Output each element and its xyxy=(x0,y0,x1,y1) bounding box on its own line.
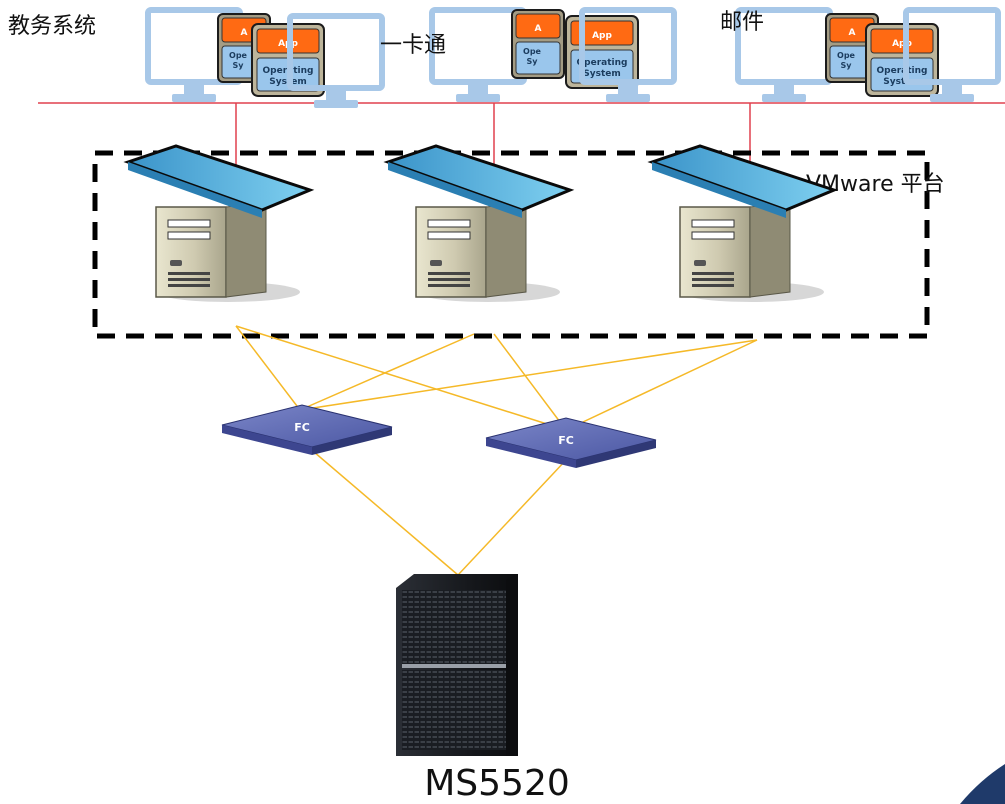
corner-decoration xyxy=(960,764,1005,804)
fc-switch-label: FC xyxy=(294,421,310,434)
fc-links xyxy=(235,325,758,576)
vm-app-label: A xyxy=(535,24,542,34)
vmware-platform-box xyxy=(92,150,930,339)
vm-card-back: A Ope Sy xyxy=(217,13,271,83)
vm-card-back: A Ope Sy xyxy=(825,13,879,83)
vm-os-label: Sy xyxy=(841,61,853,70)
fc-switch-label: FC xyxy=(558,434,574,447)
vm-app-label: A xyxy=(241,28,248,38)
vm-os-label: Sy xyxy=(527,57,539,66)
storage-label: MS5520 xyxy=(424,763,570,804)
vm-card-front: App Operating System xyxy=(865,23,939,97)
vm-os-label: Sy xyxy=(233,61,245,70)
server-icon xyxy=(650,144,836,304)
server-icon xyxy=(126,144,312,304)
vm-card-front: App Operating System xyxy=(565,15,639,89)
vm-os-label: Ope xyxy=(229,51,248,60)
vm-os-label: Operating xyxy=(577,58,628,68)
server-icon xyxy=(386,144,572,304)
vm-os-label: System xyxy=(583,69,621,79)
vm-os-label: Operating xyxy=(877,66,928,76)
system-label-campus-card: 一卡通 xyxy=(380,33,446,58)
vm-os-label: Ope xyxy=(837,51,856,60)
vm-card-back: A Ope Sy xyxy=(511,9,565,79)
vm-os-label: System xyxy=(883,77,921,87)
vm-os-label: Ope xyxy=(523,47,542,56)
fc-switch-icon: FC xyxy=(485,417,657,469)
storage-rack-icon xyxy=(396,574,518,756)
vm-app-label: App xyxy=(592,31,612,41)
vm-app-label: A xyxy=(849,28,856,38)
system-label-mail: 邮件 xyxy=(720,10,764,35)
system-label-academic: 教务系统 xyxy=(8,14,96,39)
vm-app-label: App xyxy=(892,39,912,49)
fc-switch-icon: FC xyxy=(221,404,393,456)
